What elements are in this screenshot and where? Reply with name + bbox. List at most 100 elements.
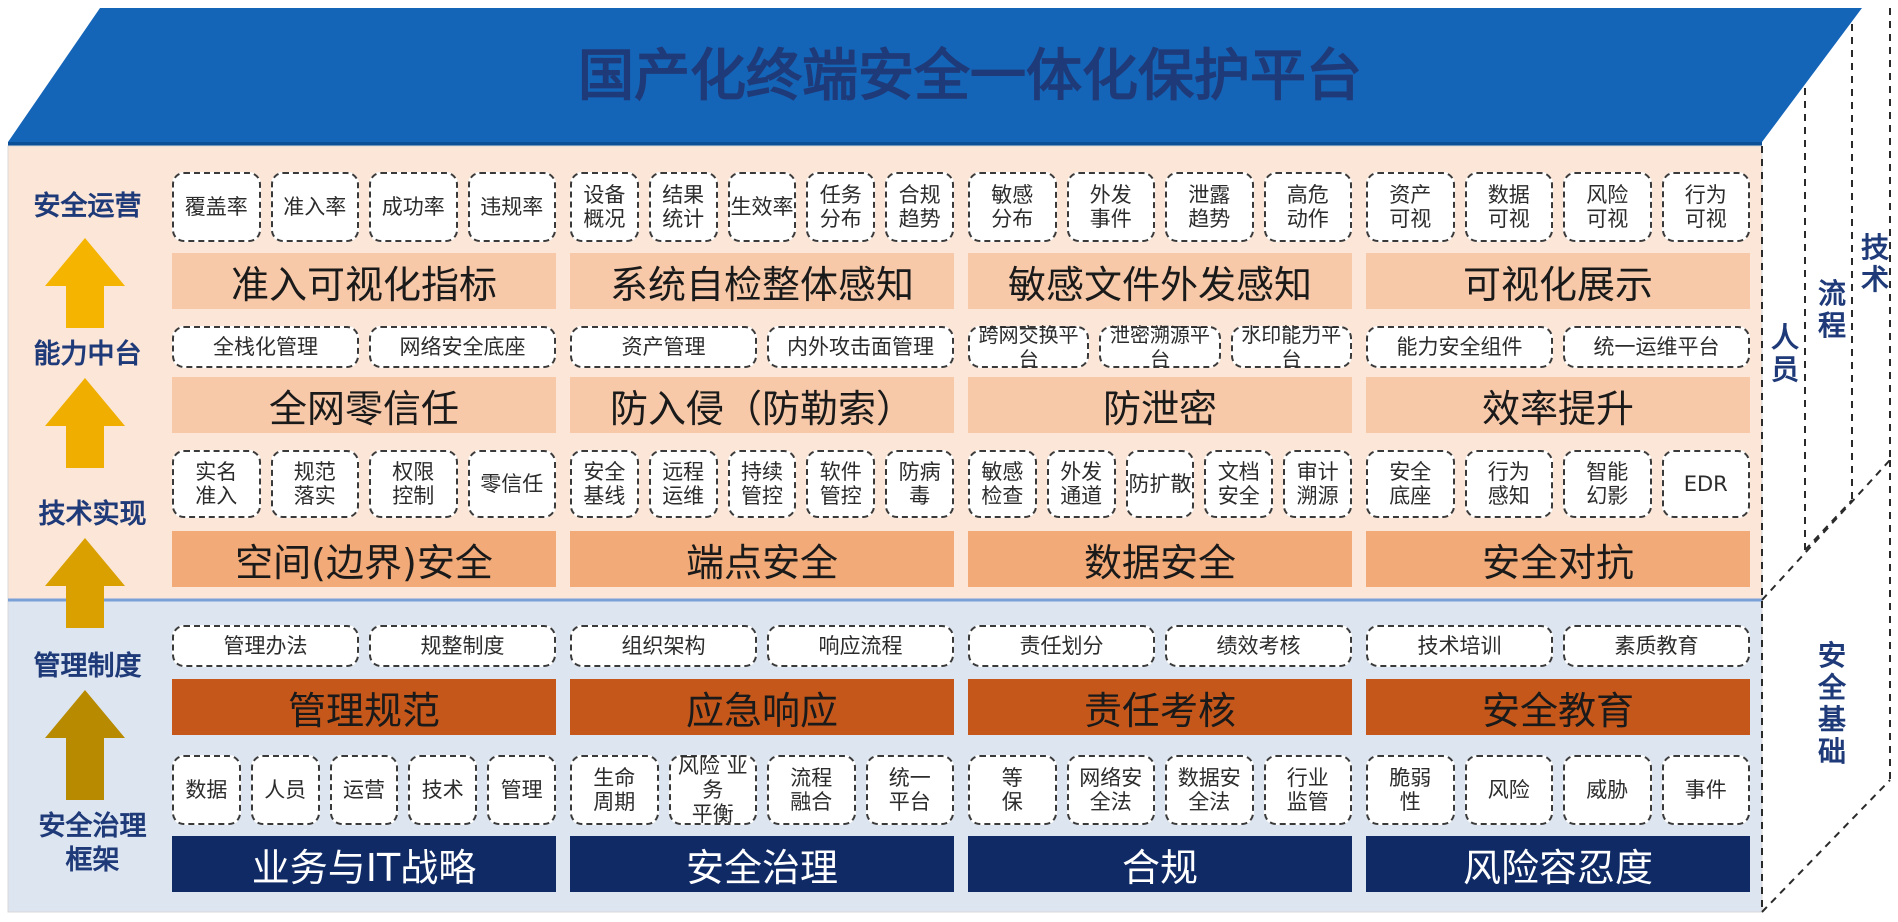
capability-bar: 安全对抗 [1366, 531, 1750, 587]
capability-bar: 端点安全 [570, 531, 954, 587]
metric-item: 成功率 [369, 172, 458, 242]
metric-item: 全栈化管理 [172, 326, 359, 368]
metric-item: 软件 管控 [806, 450, 876, 518]
metric-item: 泄露 趋势 [1165, 172, 1254, 242]
metric-item: 高危 动作 [1263, 172, 1352, 242]
metric-item: 行为 感知 [1464, 450, 1553, 518]
label-security-foundation: 安 全 基 础 [1817, 639, 1846, 768]
metric-item: 规范 落实 [270, 450, 359, 518]
metric-item: 资产管理 [570, 326, 757, 368]
metric-item: 组织架构 [570, 625, 757, 667]
metric-item: 等 保 [968, 755, 1057, 825]
metric-item: 智能 幻影 [1563, 450, 1652, 518]
metric-item: 素质教育 [1563, 625, 1750, 667]
capability-bar: 防入侵（防勒索） [570, 377, 954, 433]
capability-bar: 数据安全 [968, 531, 1352, 587]
metric-item: 敏感 分布 [968, 172, 1057, 242]
metric-item: 管理 [487, 755, 556, 825]
metric-item: 结果 统计 [648, 172, 718, 242]
metric-item: 外发 通道 [1046, 450, 1116, 518]
metric-item: 技术 [408, 755, 478, 825]
metric-item: 安全 底座 [1366, 450, 1455, 518]
metric-item: 能力安全组件 [1366, 326, 1553, 368]
metric-item: 持续 管控 [727, 450, 797, 518]
metric-item: 泄密溯源平台 [1099, 323, 1221, 371]
metric-item: 统一 平台 [865, 755, 954, 825]
metric-item: 行为 可视 [1661, 172, 1750, 242]
arrow-up-icon [45, 238, 125, 328]
metric-item: 敏感 检查 [968, 450, 1037, 518]
metric-item: 网络安 全法 [1066, 755, 1155, 825]
label-governance-framework: 安全治理 框架 [38, 811, 147, 876]
metric-item: 生效率 [727, 172, 797, 242]
label-people: 人 员 [1770, 321, 1799, 386]
metric-item: 绩效考核 [1165, 625, 1352, 667]
metric-item: 零信任 [467, 450, 556, 518]
metric-item: 流程 融合 [767, 755, 856, 825]
capability-bar: 风险容忍度 [1366, 836, 1750, 892]
top-band-edge [8, 142, 1762, 146]
arrow-up-icon [45, 538, 125, 628]
capability-bar: 管理规范 [172, 679, 556, 735]
capability-bar: 业务与IT战略 [172, 836, 556, 892]
capability-bar: 空间(边界)安全 [172, 531, 556, 587]
metric-item: 设备 概况 [570, 172, 639, 242]
metric-item: 合规 趋势 [885, 172, 954, 242]
metric-item: 实名 准入 [172, 450, 261, 518]
capability-bar: 合规 [968, 836, 1352, 892]
metric-item: 任务 分布 [806, 172, 876, 242]
metric-item: 覆盖率 [172, 172, 261, 242]
arrow-up-icon [45, 378, 125, 468]
metric-item: 风险 [1464, 755, 1553, 825]
metric-item: 违规率 [467, 172, 556, 242]
capability-bar: 安全治理 [570, 836, 954, 892]
metric-item: 生命 周期 [570, 755, 659, 825]
metric-item: 跨网交换平台 [968, 323, 1090, 371]
metric-item: 统一运维平台 [1563, 326, 1750, 368]
label-management-system: 管理制度 [33, 651, 142, 682]
capability-bar: 安全教育 [1366, 679, 1750, 735]
metric-item: 文档 安全 [1204, 450, 1274, 518]
metric-item: 防扩散 [1125, 450, 1195, 518]
metric-item: 数据 [172, 755, 241, 825]
metric-item: 数据安 全法 [1165, 755, 1254, 825]
capability-bar: 系统自检整体感知 [570, 253, 954, 309]
capability-bar: 防泄密 [968, 377, 1352, 433]
metric-item: 规整制度 [369, 625, 556, 667]
side-dashed-lines [1761, 8, 1891, 913]
capability-bar: 全网零信任 [172, 377, 556, 433]
metric-item: 脆弱 性 [1366, 755, 1455, 825]
label-capability-platform: 能力中台 [33, 339, 142, 370]
metric-item: 数据 可视 [1464, 172, 1553, 242]
metric-item: 网络安全底座 [369, 326, 556, 368]
label-process: 流 程 [1817, 277, 1846, 342]
metric-item: 行业 监管 [1263, 755, 1352, 825]
metric-item: 事件 [1661, 755, 1750, 825]
arrow-up-icon [45, 690, 125, 800]
metric-item: 准入率 [270, 172, 359, 242]
metric-item: 远程 运维 [648, 450, 718, 518]
metric-item: 响应流程 [767, 625, 954, 667]
metric-item: 内外攻击面管理 [767, 326, 954, 368]
metric-item: 水印能力平台 [1230, 323, 1352, 371]
metric-item: 防病 毒 [885, 450, 954, 518]
metric-item: 风险 业务 平衡 [668, 754, 757, 826]
capability-bar: 准入可视化指标 [172, 253, 556, 309]
label-technical-implementation: 技术实现 [38, 499, 147, 530]
metric-item: 资产 可视 [1366, 172, 1455, 242]
metric-item: 外发 事件 [1066, 172, 1155, 242]
metric-item: 审计 溯源 [1283, 450, 1352, 518]
page-title: 国产化终端安全一体化保护平台 [578, 44, 1362, 109]
metric-item: 威胁 [1563, 755, 1652, 825]
up-arrows [45, 238, 125, 800]
metric-item: 安全 基线 [570, 450, 639, 518]
metric-item: 风险 可视 [1563, 172, 1652, 242]
metric-item: 权限 控制 [369, 450, 458, 518]
metric-item: EDR [1661, 450, 1750, 518]
capability-bar: 敏感文件外发感知 [968, 253, 1352, 309]
metric-item: 管理办法 [172, 625, 359, 667]
capability-bar: 应急响应 [570, 679, 954, 735]
label-security-operations: 安全运营 [33, 191, 142, 222]
label-technology: 技 术 [1860, 231, 1889, 296]
